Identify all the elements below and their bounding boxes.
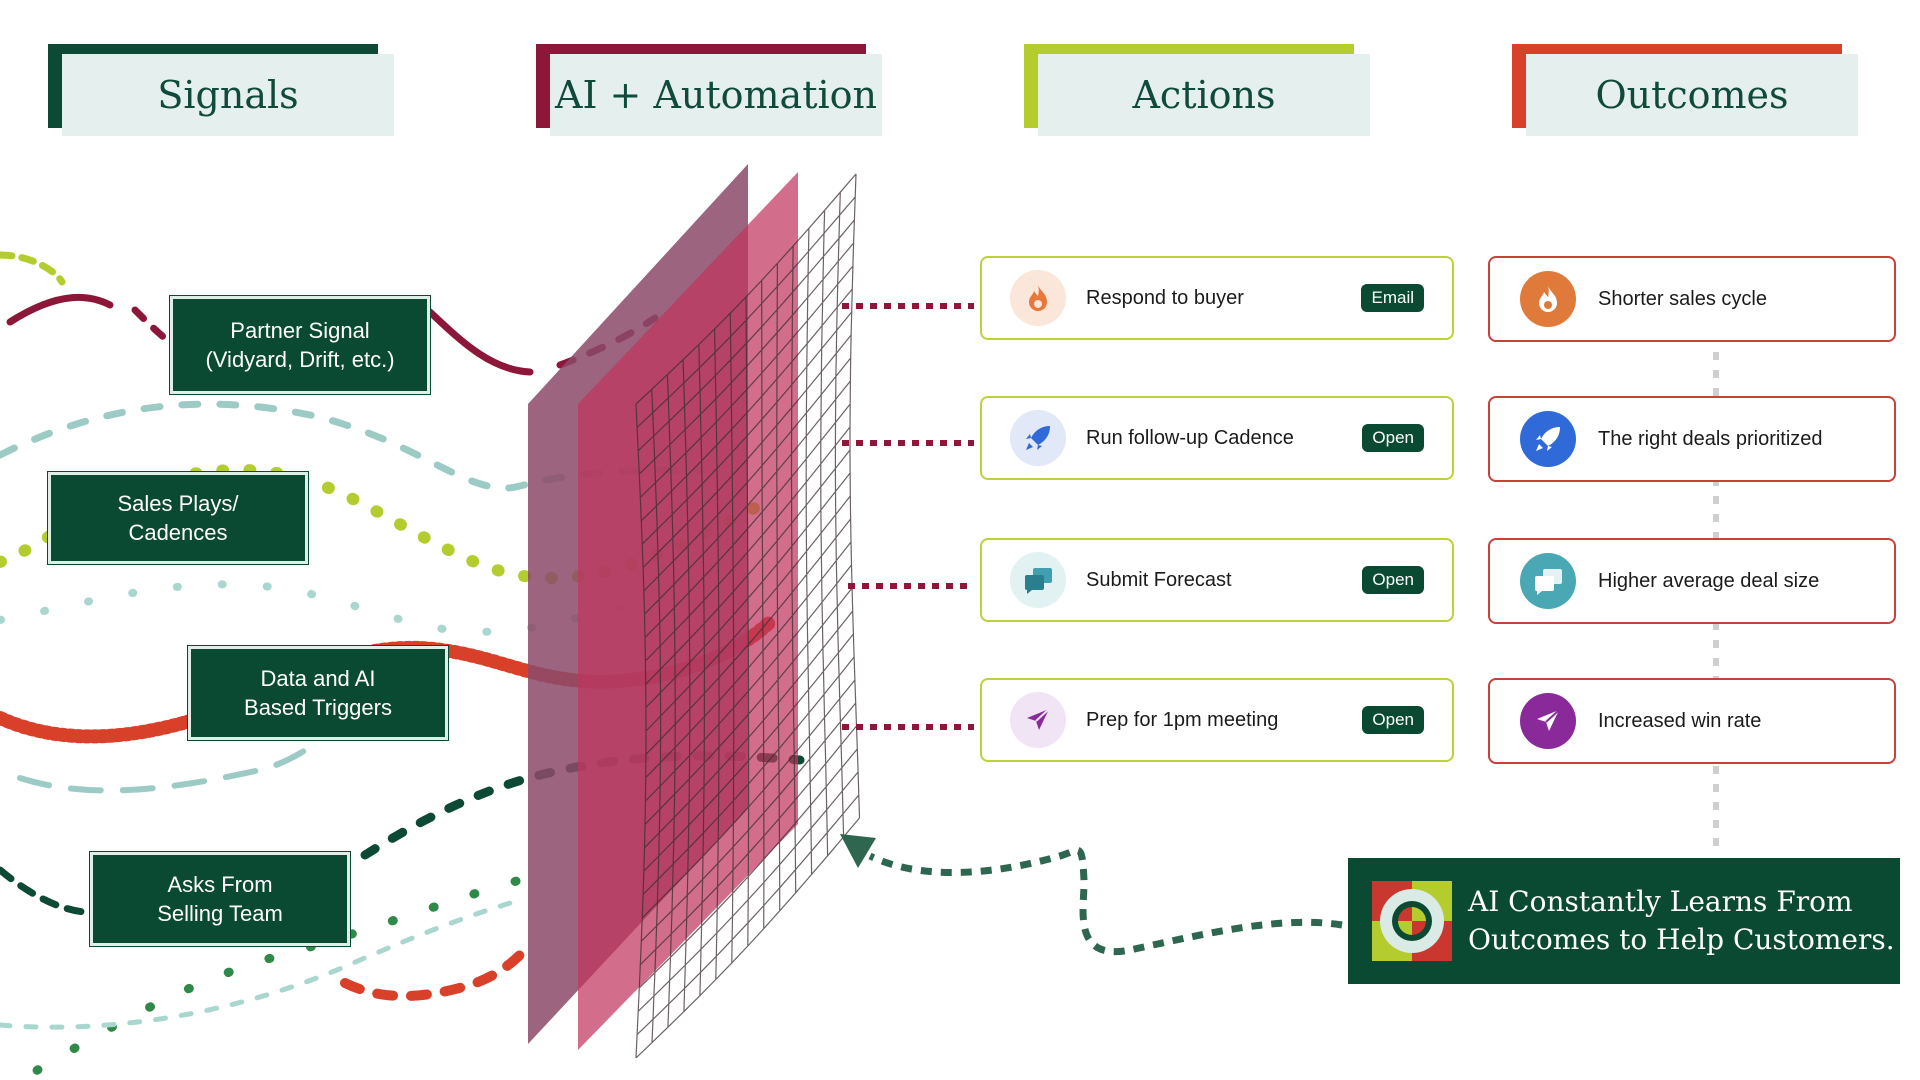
target-logo-icon [1372, 881, 1452, 961]
ai-grid-layer [635, 173, 861, 1059]
learning-line-1: AI Constantly Learns From [1468, 885, 1853, 918]
wave-darkgreen [0, 866, 89, 916]
outcome-card-sales-cycle: Shorter sales cycle [1488, 256, 1896, 342]
outcome-label: Shorter sales cycle [1598, 287, 1767, 310]
action-card-cadence[interactable]: Run follow-up Cadence Open [980, 396, 1454, 480]
header-title: AI + Automation [550, 54, 882, 136]
action-label: Run follow-up Cadence [1086, 426, 1294, 449]
signal-line-2: (Vidyard, Drift, etc.) [205, 347, 395, 372]
signal-line-1: Asks From [167, 872, 273, 897]
action-label: Prep for 1pm meeting [1086, 708, 1279, 731]
wave-crimson-mid [426, 308, 534, 376]
ai-learning-callout: AI Constantly Learns From Outcomes to He… [1348, 858, 1900, 984]
open-badge-button[interactable]: Open [1362, 706, 1424, 734]
chat-bubbles-icon [1520, 553, 1576, 609]
feedback-arrow-path [868, 846, 1343, 956]
wave-crimson-top [6, 293, 114, 326]
paper-plane-icon [1520, 693, 1576, 749]
flame-icon [1520, 271, 1576, 327]
signal-line-2: Selling Team [157, 901, 283, 926]
header-title: Signals [62, 54, 394, 136]
signal-line-1: Data and AI [260, 666, 376, 691]
wave-red-low [340, 945, 530, 1001]
header-outcomes: Outcomes [1512, 44, 1858, 136]
signal-sales-plays: Sales Plays/Cadences [48, 472, 308, 564]
header-title: Actions [1038, 54, 1370, 136]
outcome-card-win-rate: Increased win rate [1488, 678, 1896, 764]
action-card-respond[interactable]: Respond to buyer Email [980, 256, 1454, 340]
action-card-forecast[interactable]: Submit Forecast Open [980, 538, 1454, 622]
feedback-arrow-head [840, 834, 876, 868]
header-title: Outcomes [1526, 54, 1858, 136]
wave-teal-low [17, 745, 313, 794]
outcome-label: The right deals prioritized [1598, 427, 1823, 450]
open-badge-button[interactable]: Open [1362, 424, 1424, 452]
action-card-prep-meeting[interactable]: Prep for 1pm meeting Open [980, 678, 1454, 762]
ai-layer-mid [578, 172, 798, 1050]
flame-icon [1010, 270, 1066, 326]
action-label: Submit Forecast [1086, 568, 1232, 591]
rocket-icon [1010, 410, 1066, 466]
action-label: Respond to buyer [1086, 286, 1244, 309]
rocket-icon [1520, 411, 1576, 467]
outcome-card-deals-prioritized: The right deals prioritized [1488, 396, 1896, 482]
email-badge-button[interactable]: Email [1361, 284, 1424, 312]
open-badge-button[interactable]: Open [1362, 566, 1424, 594]
signal-line-1: Sales Plays/ [117, 491, 239, 516]
outcome-label: Higher average deal size [1598, 569, 1820, 592]
outcome-label: Increased win rate [1598, 709, 1762, 732]
header-ai-automation: AI + Automation [536, 44, 882, 136]
learning-line-2: Outcomes to Help Customers. [1468, 923, 1895, 956]
signal-line-1: Partner Signal [230, 318, 370, 343]
header-actions: Actions [1024, 44, 1370, 136]
signal-line-2: Based Triggers [244, 695, 392, 720]
wave-crimson-top-2 [131, 306, 179, 349]
paper-plane-icon [1010, 692, 1066, 748]
learning-text: AI Constantly Learns From Outcomes to He… [1468, 883, 1895, 959]
wave-lime-top [0, 251, 66, 286]
chat-bubbles-icon [1010, 552, 1066, 608]
signal-partner: Partner Signal (Vidyard, Drift, etc.) [170, 296, 430, 394]
outcome-card-deal-size: Higher average deal size [1488, 538, 1896, 624]
signal-line-2: Cadences [128, 520, 228, 545]
header-signals: Signals [48, 44, 394, 136]
signal-data-ai-triggers: Data and AI Based Triggers [188, 646, 448, 740]
